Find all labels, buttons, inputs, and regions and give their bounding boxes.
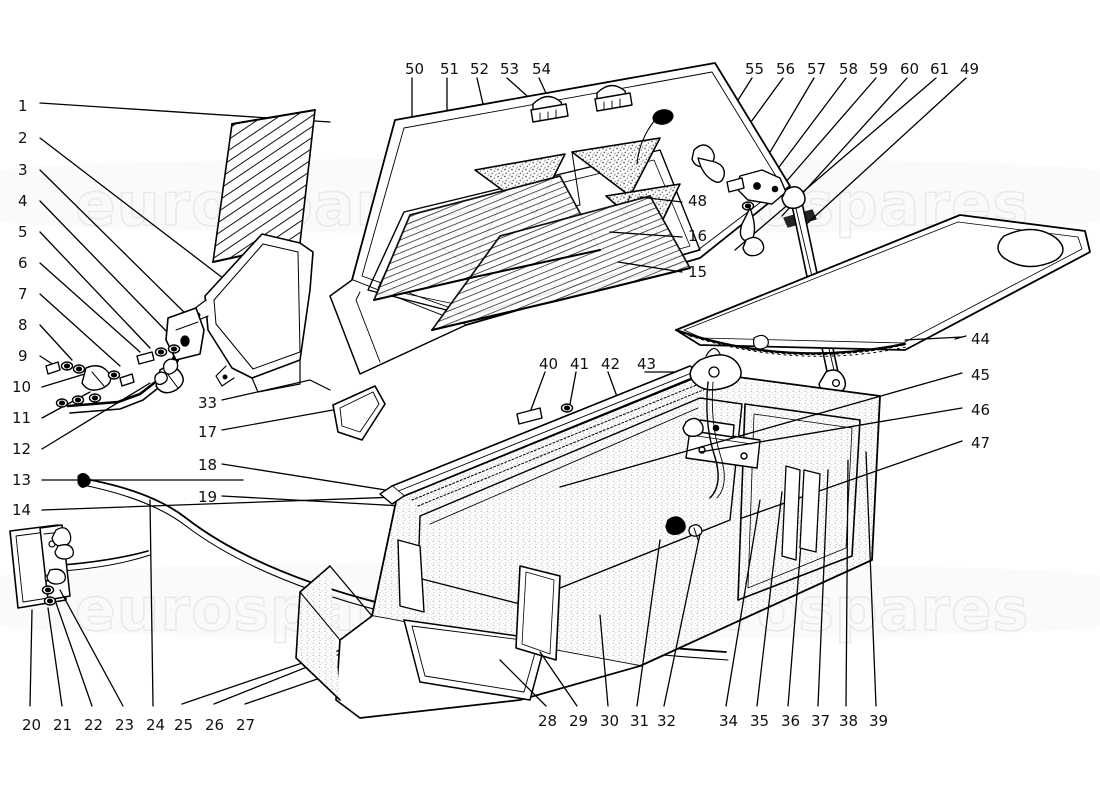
callout-48: 48	[688, 192, 708, 210]
callout-13: 13	[12, 471, 32, 489]
callout-25: 25	[174, 716, 194, 734]
callout-35: 35	[750, 712, 770, 730]
callout-21: 21	[53, 716, 73, 734]
callout-61: 61	[930, 60, 950, 78]
callout-53: 53	[500, 60, 520, 78]
callout-42: 42	[601, 355, 621, 373]
callout-19: 19	[198, 488, 218, 506]
callout-37: 37	[811, 712, 831, 730]
callout-58: 58	[839, 60, 859, 78]
callout-10: 10	[12, 378, 32, 396]
callout-59: 59	[869, 60, 889, 78]
callout-41: 41	[570, 355, 590, 373]
callout-36: 36	[781, 712, 801, 730]
callout-18: 18	[198, 456, 218, 474]
callout-2: 2	[18, 129, 28, 147]
callout-33: 33	[198, 394, 218, 412]
callout-5: 5	[18, 223, 28, 241]
callout-39: 39	[869, 712, 889, 730]
callout-46: 46	[971, 401, 991, 419]
callout-6: 6	[18, 254, 28, 272]
callout-7: 7	[18, 285, 28, 303]
callout-31: 31	[630, 712, 650, 730]
callout-15: 15	[688, 263, 708, 281]
callout-9: 9	[18, 347, 28, 365]
callout-22: 22	[84, 716, 104, 734]
callout-23: 23	[115, 716, 135, 734]
callout-26: 26	[205, 716, 225, 734]
callout-12: 12	[12, 440, 32, 458]
callout-17: 17	[198, 423, 218, 441]
callout-34: 34	[719, 712, 739, 730]
callout-38: 38	[839, 712, 859, 730]
callout-29: 29	[569, 712, 589, 730]
callout-1: 1	[18, 97, 28, 115]
callout-32: 32	[657, 712, 677, 730]
callout-56: 56	[776, 60, 796, 78]
callout-27: 27	[236, 716, 256, 734]
callout-47: 47	[971, 434, 991, 452]
callout-20: 20	[22, 716, 42, 734]
callout-55: 55	[745, 60, 765, 78]
callout-44: 44	[971, 330, 991, 348]
callout-4: 4	[18, 192, 28, 210]
callout-57: 57	[807, 60, 827, 78]
callout-51: 51	[440, 60, 460, 78]
callout-8: 8	[18, 316, 28, 334]
callout-40: 40	[539, 355, 559, 373]
callout-30: 30	[600, 712, 620, 730]
callout-14: 14	[12, 501, 32, 519]
callout-52: 52	[470, 60, 490, 78]
callout-45: 45	[971, 366, 991, 384]
callout-43: 43	[637, 355, 657, 373]
callout-28: 28	[538, 712, 558, 730]
callout-50: 50	[405, 60, 425, 78]
callout-3: 3	[18, 161, 28, 179]
callout-16: 16	[688, 227, 708, 245]
callout-11: 11	[12, 409, 32, 427]
callout-49: 49	[960, 60, 980, 78]
callout-60: 60	[900, 60, 920, 78]
callout-54: 54	[532, 60, 552, 78]
callout-24: 24	[146, 716, 166, 734]
